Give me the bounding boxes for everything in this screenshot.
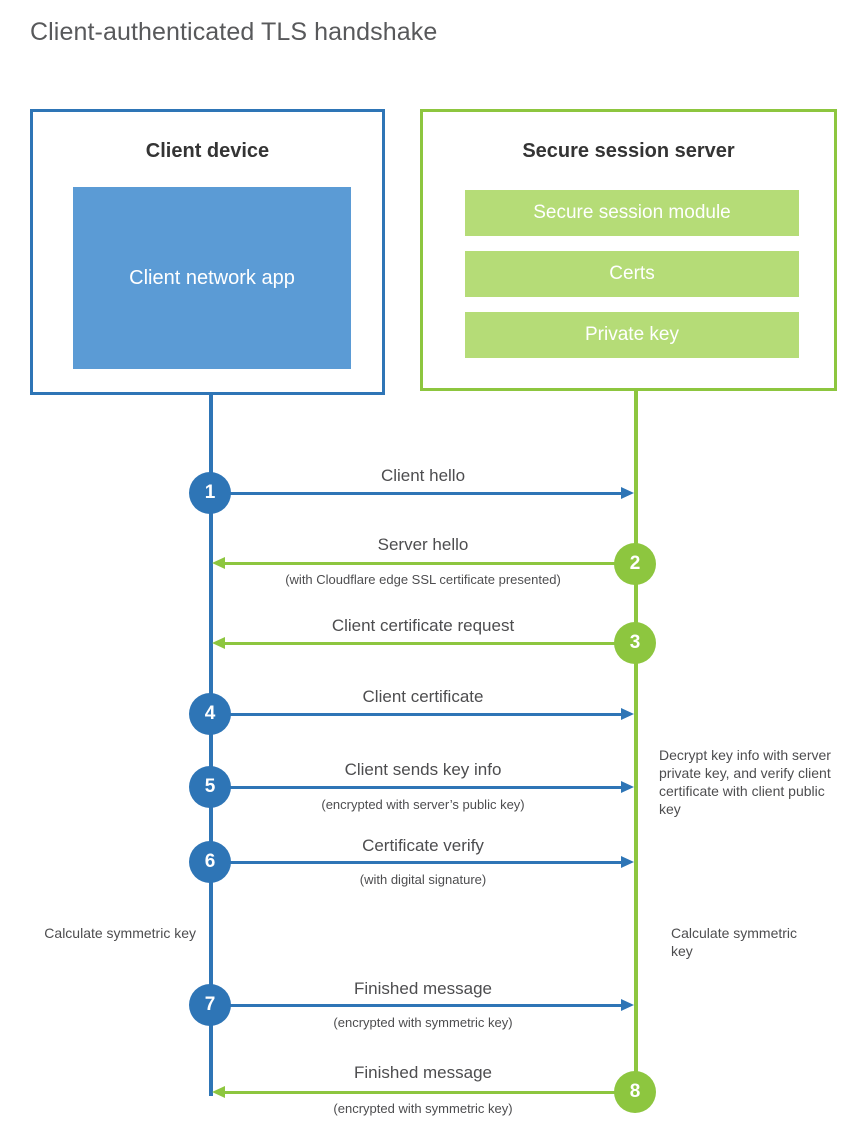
- step-8-arrow: [212, 1086, 635, 1098]
- server-component-secure-session-module: Secure session module: [465, 190, 799, 236]
- arrow-head-right-icon: [621, 487, 634, 499]
- server-component-certs: Certs: [465, 251, 799, 297]
- step-4-label: Client certificate: [362, 687, 484, 706]
- step-6-label: Certificate verify: [362, 836, 484, 855]
- step-8-label: Finished message: [354, 1063, 492, 1082]
- step-3-circle[interactable]: 3: [614, 622, 656, 664]
- step-5-arrow: [211, 781, 634, 793]
- step-7-circle[interactable]: 7: [189, 984, 231, 1026]
- step-3-arrow: [212, 637, 635, 649]
- step-1-label: Client hello: [380, 466, 466, 485]
- step-1-arrow: [211, 487, 634, 499]
- step-5-sublabel: (encrypted with server’s public key): [321, 797, 525, 812]
- arrow-head-left-icon: [212, 1086, 225, 1098]
- arrow-head-right-icon: [621, 999, 634, 1011]
- step-2-sublabel: (with Cloudflare edge SSL certificate pr…: [285, 572, 561, 587]
- client-lifeline: [209, 392, 213, 1096]
- step-4-circle[interactable]: 4: [189, 693, 231, 735]
- server-decrypt-note: Decrypt key info with server private key…: [659, 747, 831, 817]
- step-6-sublabel: (with digital signature): [359, 872, 487, 887]
- secure-session-server-title: Secure session server: [522, 140, 735, 162]
- server-component-private-key: Private key: [465, 312, 799, 358]
- step-8-sublabel: (encrypted with symmetric key): [333, 1101, 513, 1116]
- client-network-app-block: Client network app: [73, 187, 351, 369]
- step-6-circle[interactable]: 6: [189, 841, 231, 883]
- client-device-box: Client device Client network app: [30, 109, 385, 395]
- step-2-label: Server hello: [377, 535, 469, 554]
- page-title: Client-authenticated TLS handshake: [30, 18, 438, 46]
- step-2-arrow: [212, 557, 635, 569]
- server-calculate-symmetric-key-note: Calculate symmetric key: [671, 925, 798, 959]
- server-lifeline: [634, 388, 638, 1094]
- client-device-title: Client device: [145, 140, 270, 162]
- step-1-circle[interactable]: 1: [189, 472, 231, 514]
- step-7-sublabel: (encrypted with symmetric key): [333, 1015, 513, 1030]
- arrow-head-right-icon: [621, 781, 634, 793]
- arrow-head-right-icon: [621, 856, 634, 868]
- server-component-list: Secure session module Certs Private key: [465, 190, 799, 358]
- step-8-circle[interactable]: 8: [614, 1071, 656, 1113]
- step-5-circle[interactable]: 5: [189, 766, 231, 808]
- step-4-arrow: [211, 708, 634, 720]
- step-6-arrow: [211, 856, 634, 868]
- arrow-head-left-icon: [212, 637, 225, 649]
- step-5-label: Client sends key info: [344, 760, 502, 779]
- step-3-label: Client certificate request: [331, 616, 515, 635]
- arrow-head-right-icon: [621, 708, 634, 720]
- step-7-label: Finished message: [354, 979, 492, 998]
- step-2-circle[interactable]: 2: [614, 543, 656, 585]
- arrow-head-left-icon: [212, 557, 225, 569]
- secure-session-server-box: Secure session server Secure session mod…: [420, 109, 837, 391]
- step-7-arrow: [211, 999, 634, 1011]
- client-calculate-symmetric-key-note: Calculate symmetric key: [44, 925, 196, 941]
